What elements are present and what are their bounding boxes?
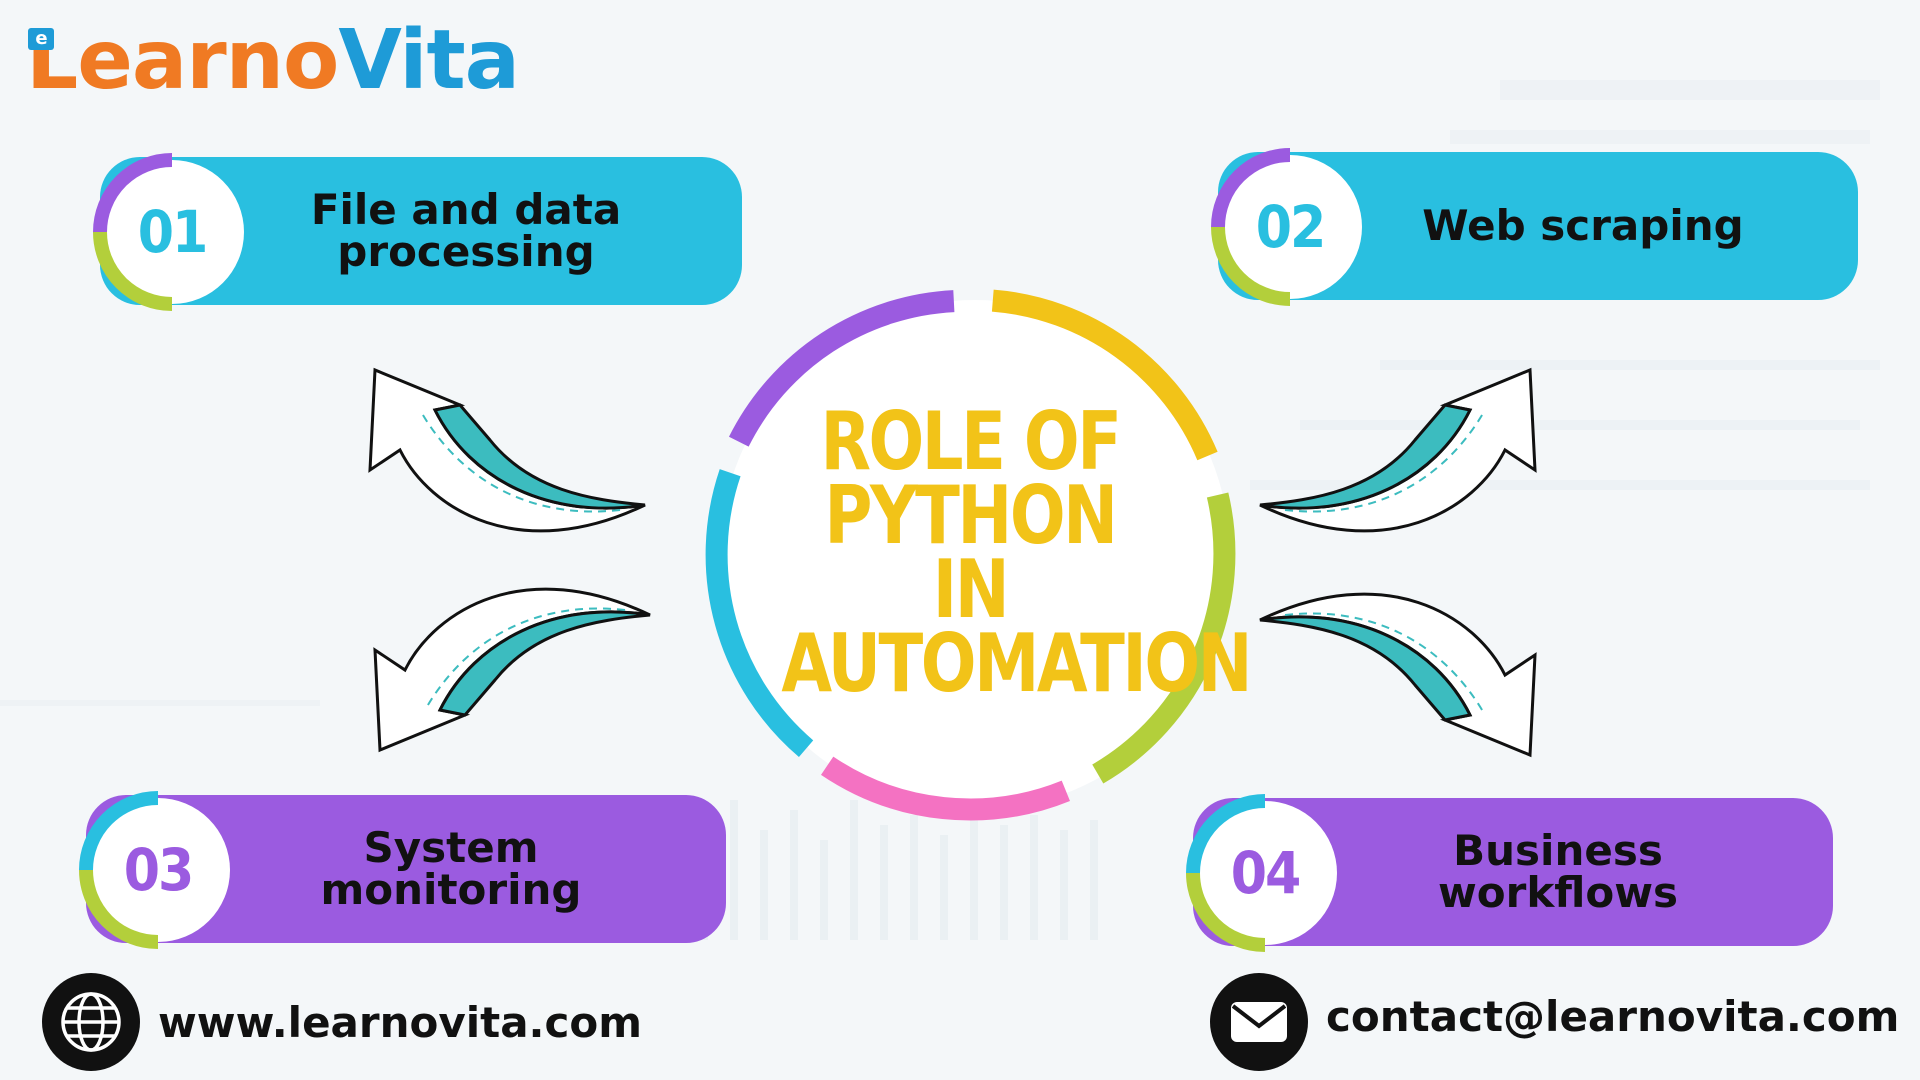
center-title: ROLE OF PYTHON IN AUTOMATION xyxy=(781,395,1252,710)
globe-icon[interactable] xyxy=(42,973,140,1071)
arrow-to-item-01-icon xyxy=(368,367,646,533)
logo-badge: e xyxy=(28,28,54,50)
item-01-badge: 01 xyxy=(93,153,244,311)
logo-text-learno: Learno xyxy=(26,13,339,108)
item-02-number: 02 xyxy=(1255,193,1327,261)
arrow-to-item-03-icon xyxy=(373,587,651,753)
envelope-icon[interactable] xyxy=(1210,973,1308,1071)
arrow-to-item-02-icon xyxy=(1259,367,1537,533)
email-link[interactable]: contact@learnovita.com xyxy=(1326,992,1900,1041)
item-03-number: 03 xyxy=(123,836,195,904)
item-03-badge: 03 xyxy=(79,791,230,949)
learnovita-logo[interactable]: e LearnoVita xyxy=(26,20,520,102)
center-ring xyxy=(705,289,1236,821)
badge-ring xyxy=(79,791,159,949)
badge-ring xyxy=(93,153,173,311)
item-04-label: Business workflows xyxy=(1437,826,1679,917)
arrow-to-item-04-icon xyxy=(1259,592,1537,758)
item-03-label: System monitoring xyxy=(320,823,582,914)
logo-text-vita: Vita xyxy=(338,13,520,108)
item-01-label: File and data processing xyxy=(310,185,622,276)
item-02-label: Web scraping xyxy=(1422,201,1744,250)
center-title-text: ROLE OF PYTHON IN AUTOMATION xyxy=(781,395,1252,710)
badge-ring xyxy=(1186,794,1266,952)
item-02-badge: 02 xyxy=(1211,148,1362,306)
item-01-number: 01 xyxy=(137,198,209,266)
website-link[interactable]: www.learnovita.com xyxy=(158,998,643,1047)
item-04-badge: 04 xyxy=(1186,794,1337,952)
item-04-number: 04 xyxy=(1230,839,1302,907)
badge-ring xyxy=(1211,148,1291,306)
